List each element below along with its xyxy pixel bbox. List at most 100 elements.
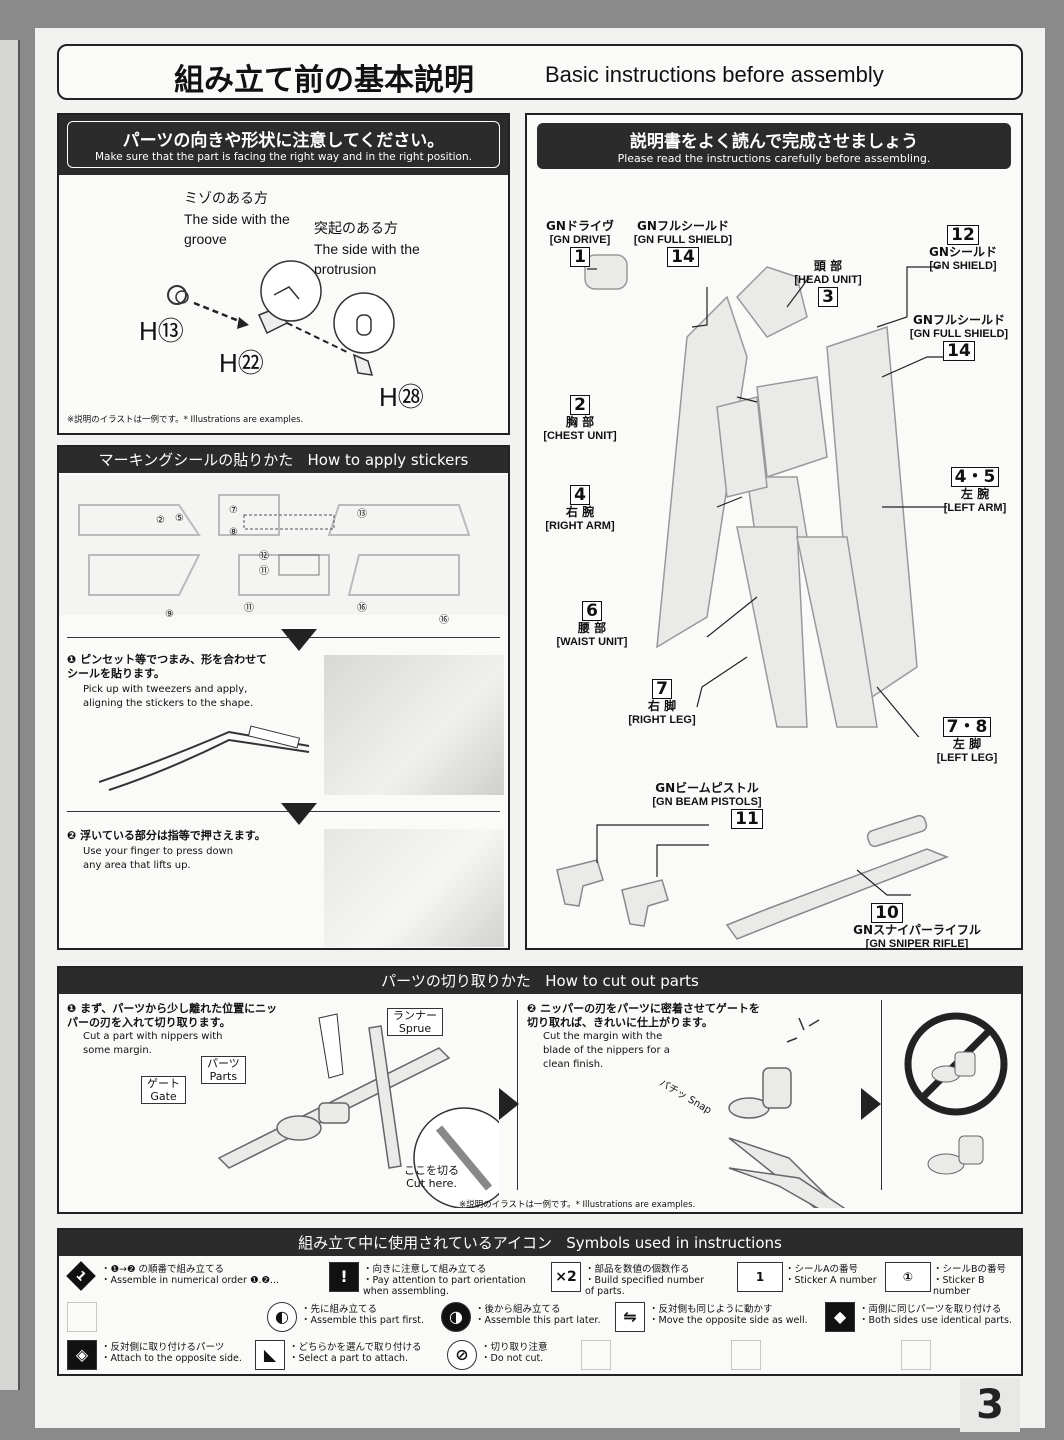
do-not-cut-icon: ⊘ xyxy=(447,1340,477,1370)
sticker-step1: ❶ ピンセット等でつまみ、形を合わせてシールを貼ります。 Pick up wit… xyxy=(67,653,268,709)
caution-icon: ! xyxy=(329,1262,359,1292)
do-not-icon xyxy=(904,1012,1008,1175)
sticker-photo-1 xyxy=(324,655,504,795)
sticker-sheet-diagram xyxy=(59,475,508,615)
assemble-first-icon: ◐ xyxy=(267,1302,297,1332)
faded-icon xyxy=(731,1340,761,1370)
opposite-attach-icon: ◈ xyxy=(67,1340,97,1370)
part-label-h28: H㉘ xyxy=(379,382,424,412)
sticker-num: ⑯ xyxy=(439,615,449,626)
sticker-num: ⑦ xyxy=(229,505,238,516)
label-waist-unit: 6 腰 部 [WAIST UNIT] xyxy=(556,601,628,648)
part-label-h13: H⑬ xyxy=(139,316,184,346)
label-gn-drive: GNドライヴ [GN DRIVE] 1 xyxy=(546,219,614,267)
sticker-num: ⑪ xyxy=(259,566,269,577)
sticker-photo-2 xyxy=(324,829,504,947)
read-header-en: Please read the instructions carefully b… xyxy=(617,152,931,165)
both-sides-icon: ◆ xyxy=(825,1302,855,1332)
sticker-arrow-icon xyxy=(281,629,317,651)
weapons-illustration xyxy=(556,815,950,940)
cut-header-en: How to cut out parts xyxy=(545,972,699,990)
label-right-arm: 4 右 腕 [RIGHT ARM] xyxy=(545,485,615,532)
cut-step1: ❶ まず、パーツから少し離れた位置にニッパーの刃を入れて切り取ります。 Cut … xyxy=(67,1002,278,1056)
symbol-sticker-a: ・シールAの番号・Sticker A number xyxy=(785,1264,877,1286)
next-arrow-icon-2 xyxy=(861,1088,881,1120)
stickers-section: マーキングシールの貼りかた How to apply stickers ② ⑤ … xyxy=(57,445,510,950)
symbol-orientation: ・向きに注意して組み立てる・Pay attention to part orie… xyxy=(363,1264,526,1297)
cut-header-jp: パーツの切り取りかた xyxy=(381,972,531,990)
tweezers-illustration xyxy=(99,725,310,791)
symbols-header-en: Symbols used in instructions xyxy=(566,1234,782,1252)
sticker-num: ⑨ xyxy=(165,609,174,620)
cut-step2-illustration xyxy=(728,1017,846,1208)
sticker-num: ⑯ xyxy=(357,603,367,614)
symbol-build-count: ・部品を数値の個数作る・Build specified number of pa… xyxy=(585,1264,705,1297)
sticker-b-icon: ① xyxy=(885,1262,931,1292)
symbol-select-part: ・どちらかを選んで取り付ける・Select a part to attach. xyxy=(289,1342,422,1364)
label-gn-shield: 12 GNシールド [GN SHIELD] xyxy=(929,225,997,272)
stickers-header-jp: マーキングシールの貼りかた xyxy=(98,451,294,469)
orientation-header: パーツの向きや形状に注意してください。 Make sure that the p… xyxy=(59,115,508,175)
read-header-jp: 説明書をよく読んで完成させましょう xyxy=(629,132,919,152)
cut-step1-illustration xyxy=(217,1013,499,1208)
part-label-h22: H㉒ xyxy=(219,348,264,378)
sticker-num: ⑤ xyxy=(175,513,184,524)
title-jp: 組み立て前の基本説明 xyxy=(174,63,474,98)
instruction-page: 組み立て前の基本説明 Basic instructions before ass… xyxy=(35,28,1045,1428)
stickers-header-en: How to apply stickers xyxy=(307,451,469,469)
read-instructions-section: 説明書をよく読んで完成させましょう Please read the instru… xyxy=(525,113,1023,950)
label-gn-full-shield-left: GNフルシールド [GN FULL SHIELD] 14 xyxy=(633,219,733,267)
gundam-illustration xyxy=(584,254,947,737)
symbol-sticker-b: ・シールBの番号・Sticker B number xyxy=(933,1264,1007,1297)
symbol-both-sides: ・両側に同じパーツを取り付ける・Both sides use identical… xyxy=(859,1304,1012,1326)
faded-icon xyxy=(901,1340,931,1370)
symbol-assemble-first: ・先に組み立てる・Assemble this part first. xyxy=(301,1304,424,1326)
symbol-assemble-later: ・後から組み立てる・Assemble this part later. xyxy=(475,1304,601,1326)
groove-label: ミゾのある方 The side with the groove xyxy=(184,191,290,247)
orientation-header-jp: パーツの向きや形状に注意してください。 xyxy=(122,131,445,151)
title-en: Basic instructions before assembly xyxy=(545,62,884,87)
sticker-num: ⑬ xyxy=(357,509,367,520)
page-number: 3 xyxy=(960,1378,1020,1432)
sticker-num: ⑪ xyxy=(244,603,254,614)
cut-note: ※説明のイラストは一例です。* Illustrations are exampl… xyxy=(459,1200,696,1210)
assemble-later-icon: ◑ xyxy=(441,1302,471,1332)
next-arrow-icon xyxy=(499,1088,519,1120)
sticker-a-icon: 1 xyxy=(737,1262,783,1292)
sticker-num: ② xyxy=(156,515,165,526)
label-gn-full-shield-right: GNフルシールド [GN FULL SHIELD] 14 xyxy=(909,313,1009,361)
binding-edge xyxy=(0,40,20,1390)
symbols-header: 組み立て中に使用されているアイコン Symbols used in instru… xyxy=(59,1230,1021,1256)
faded-icon xyxy=(581,1340,611,1370)
symbols-header-jp: 組み立て中に使用されているアイコン xyxy=(298,1234,552,1252)
label-left-arm: 4・5 左 腕 [LEFT ARM] xyxy=(943,467,1007,514)
protrusion-label: 突起のある方 The side with the protrusion xyxy=(314,221,420,277)
faded-icon xyxy=(67,1302,97,1332)
label-gn-beam-pistols: GNビームピストル [GN BEAM PISTOLS] 11 xyxy=(652,781,763,829)
symbol-do-not-cut: ・切り取り注意・Do not cut. xyxy=(481,1342,548,1364)
cut-divider-2 xyxy=(881,1000,882,1190)
symbol-order: ・❶→❷ の順番で組み立てる・Assemble in numerical ord… xyxy=(101,1264,280,1286)
label-right-leg: 7 右 脚 [RIGHT LEG] xyxy=(628,679,696,726)
label-gn-sniper-rifle: 10 GNスナイパーライフル [GN SNIPER RIFLE] xyxy=(853,903,981,950)
orientation-section: パーツの向きや形状に注意してください。 Make sure that the p… xyxy=(57,113,510,435)
multiply-icon: ×2 xyxy=(551,1262,581,1292)
opposite-move-icon: ⇋ xyxy=(615,1302,645,1332)
sticker-num: ⑫ xyxy=(259,551,269,562)
select-part-icon: ◣ xyxy=(255,1340,285,1370)
orientation-illustration xyxy=(167,260,395,376)
read-header: 説明書をよく読んで完成させましょう Please read the instru… xyxy=(527,115,1021,175)
stickers-header: マーキングシールの貼りかた How to apply stickers xyxy=(59,447,508,473)
orientation-note: ※説明のイラストは一例です。* Illustrations are exampl… xyxy=(67,415,304,425)
sticker-arrow-icon-2 xyxy=(281,803,317,825)
cut-header: パーツの切り取りかた How to cut out parts xyxy=(59,968,1021,994)
label-left-leg: 7・8 左 脚 [LEFT LEG] xyxy=(936,717,998,764)
title-bar: 組み立て前の基本説明 Basic instructions before ass… xyxy=(57,44,1023,100)
order-icon: 1 xyxy=(66,1261,96,1291)
sticker-step2: ❷ 浮いている部分は指等で押さえます。 Use your finger to p… xyxy=(67,829,266,871)
symbol-opposite-attach: ・反対側に取り付けるパーツ・Attach to the opposite sid… xyxy=(101,1342,242,1364)
symbol-opposite-move: ・反対側も同じように動かす・Move the opposite side as … xyxy=(649,1304,808,1326)
